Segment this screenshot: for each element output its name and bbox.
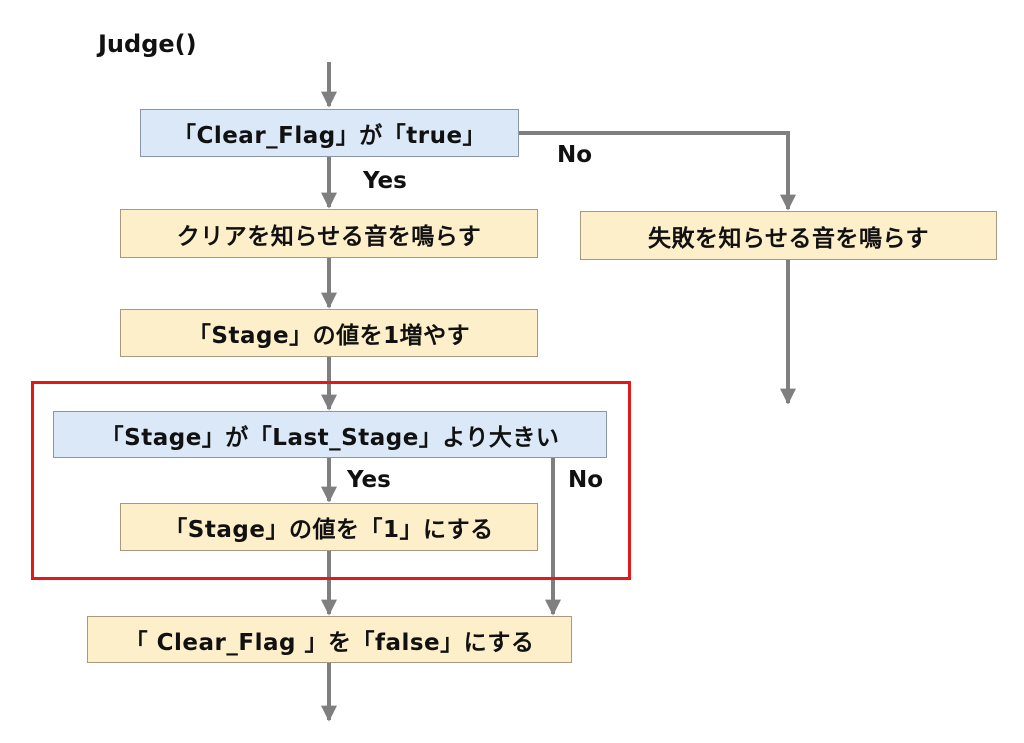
clear-no-label: No <box>557 142 593 168</box>
stage-increment-process: 「Stage」の値を1増やす <box>120 309 538 357</box>
function-title: Judge() <box>98 30 197 58</box>
clear-yes-label: Yes <box>363 168 407 194</box>
fail-sound-process: 失敗を知らせる音を鳴らす <box>580 211 997 260</box>
clear-sound-process: クリアを知らせる音を鳴らす <box>120 209 538 258</box>
arrow-clear-no <box>519 131 796 211</box>
reset-flag-process: 「 Clear_Flag 」を「false」にする <box>87 616 572 663</box>
clear-flag-decision: 「Clear_Flag」が「true」 <box>140 109 519 157</box>
highlight-box <box>31 381 631 580</box>
reset-stage-process: 「Stage」の値を「1」にする <box>120 503 538 551</box>
last-yes-label: Yes <box>347 467 391 493</box>
last-no-label: No <box>568 467 604 493</box>
last-stage-decision: 「Stage」が「Last_Stage」より大きい <box>53 411 607 458</box>
